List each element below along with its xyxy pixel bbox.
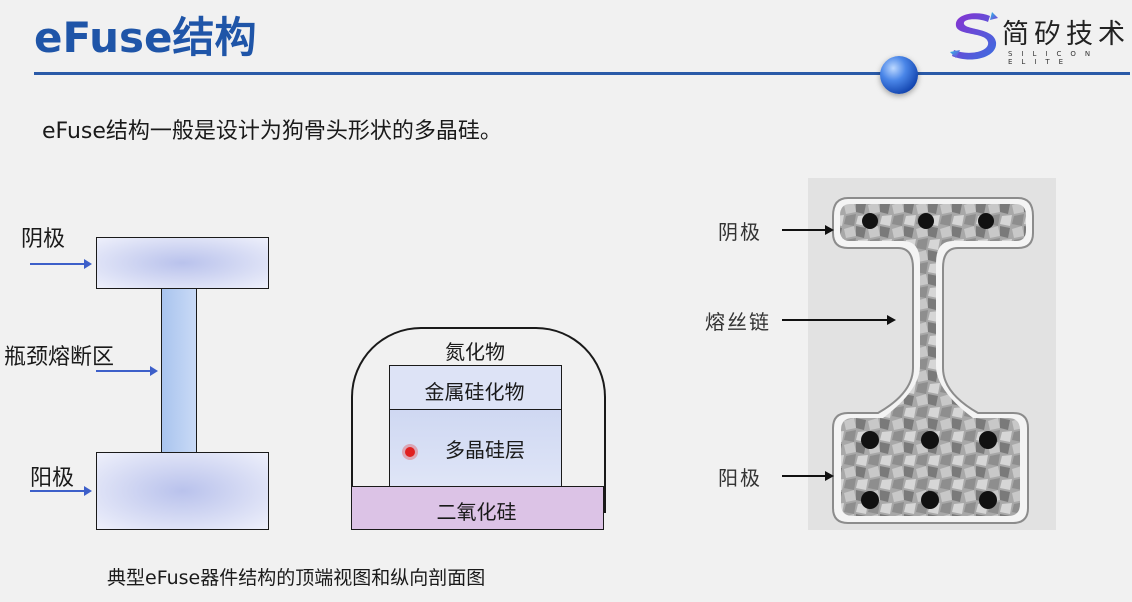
- cathode-arrow: [30, 259, 92, 269]
- pointer-dot: [405, 447, 415, 457]
- page-title: eFuse结构: [34, 13, 257, 62]
- oxide-label: 二氧化硅: [436, 500, 517, 524]
- cathode-pad: [96, 237, 269, 289]
- neck-arrow: [96, 366, 158, 376]
- logo-name: 简矽技术: [1002, 19, 1130, 50]
- photo-cathode-arrow: [782, 225, 834, 235]
- photo-anode-arrow: [782, 471, 834, 481]
- top-view-cathode-label: 阴极: [21, 227, 66, 252]
- logo-s-icon: [950, 12, 998, 60]
- efuse-sem-photo: [808, 178, 1056, 530]
- poly-label: 多晶硅层: [445, 438, 525, 462]
- efuse-micrograph: [808, 178, 1056, 530]
- logo: 简矽技术 SILICON ELITE: [946, 6, 1132, 66]
- silicide-layer: [389, 365, 562, 411]
- nitride-dome: [351, 327, 606, 513]
- photo-anode-label: 阳极: [718, 466, 762, 490]
- silicide-label: 金属硅化物: [424, 380, 525, 404]
- header-rule: [34, 72, 1130, 75]
- anode-pad: [96, 452, 269, 530]
- photo-cathode-label: 阴极: [718, 220, 762, 244]
- photo-link-label: 熔丝链: [705, 310, 771, 334]
- top-view-anode-label: 阳极: [30, 466, 75, 491]
- oxide-layer: [351, 486, 604, 530]
- photo-link-arrow: [782, 315, 896, 325]
- top-view-neck-label: 瓶颈熔断区: [4, 345, 115, 370]
- figure-caption: 典型eFuse器件结构的顶端视图和纵向剖面图: [107, 567, 486, 589]
- intro-text: eFuse结构一般是设计为狗骨头形状的多晶硅。: [42, 119, 502, 144]
- logo-subtitle: SILICON ELITE: [1008, 50, 1100, 66]
- poly-layer: [389, 409, 562, 487]
- fuse-neck: [161, 288, 197, 454]
- nitride-label: 氮化物: [445, 340, 505, 364]
- header-ball-ornament: [880, 56, 918, 94]
- anode-arrow: [30, 486, 92, 496]
